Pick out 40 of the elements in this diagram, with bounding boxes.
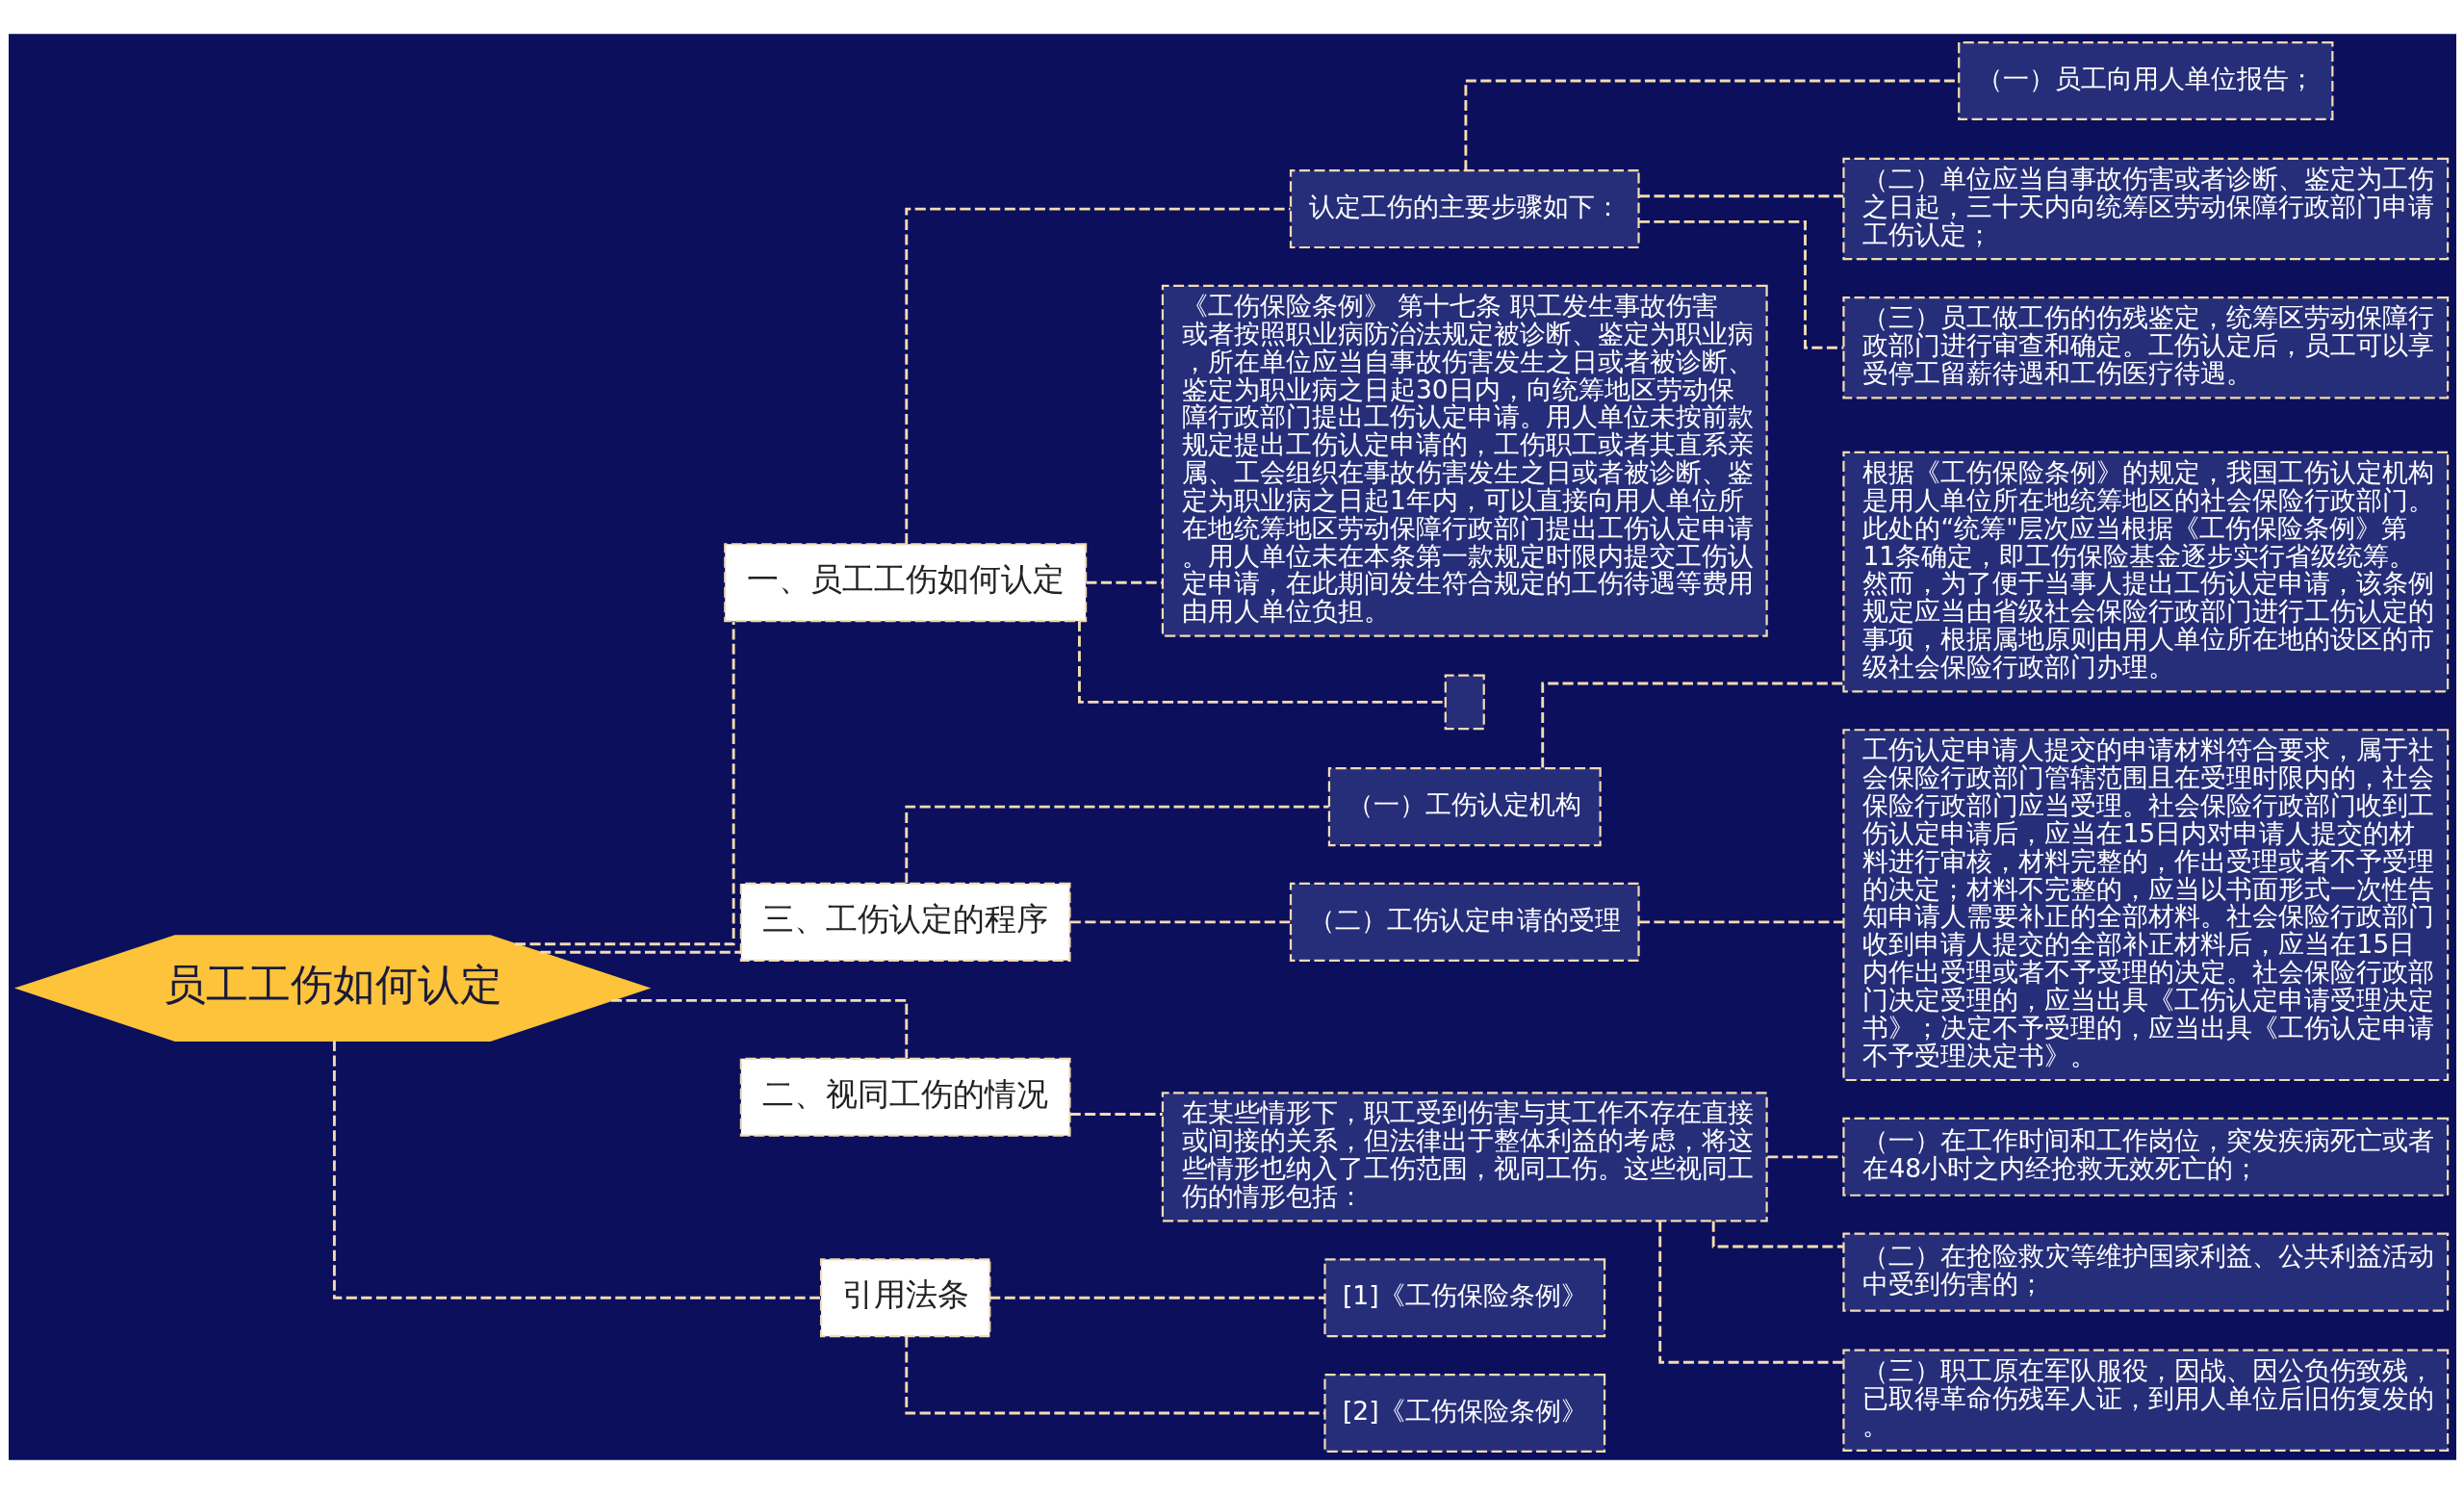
node-box: （二）单位应当自事故伤害或者诊断、鉴定为工伤之日起，三十天内向统筹区劳动保障行政部门申请工伤认定；	[1841, 157, 2449, 260]
connector	[1540, 682, 1843, 768]
connector	[1657, 1221, 1843, 1364]
node-box: 引用法条	[819, 1257, 990, 1337]
node-box: 一、员工工伤如何认定	[723, 542, 1087, 622]
node-box: 认定工伤的主要步骤如下：	[1289, 168, 1640, 248]
node-box: [1]《工伤保险条例》	[1322, 1257, 1605, 1337]
node-box: 二、视同工伤的情况	[739, 1057, 1071, 1137]
connector	[1069, 1112, 1163, 1116]
connector	[1638, 193, 1843, 197]
connector	[1077, 620, 1445, 704]
connector	[332, 1040, 820, 1300]
node-box	[1444, 674, 1485, 730]
connector	[1766, 1154, 1843, 1158]
node-box: （三）员工做工伤的伤残鉴定，统筹区劳动保障行政部门进行审查和确定。工伤认定后，员工可以享受停工留薪待遇和工伤医疗待遇。	[1841, 296, 2449, 399]
connector	[610, 998, 908, 1058]
node-box: 在某些情形下，职工受到伤害与其工作不存在直接或间接的关系，但法律出于整体利益的考虑，将这些情形也纳入了工伤范围，视同工伤。这些视同工伤的情形包括：	[1161, 1091, 1768, 1222]
node-box: （一）员工向用人单位报告；	[1957, 40, 2333, 120]
node-box: 《工伤保险条例》 第十七条 职工发生事故伤害或者按照职业病防治法规定被诊断、鉴定为职业病，所在单位应当自事故伤害发生之日或者被诊断、鉴定为职业病之日起30日内，向统筹地区劳动保障行政部门提出工伤认定申请。用人单位未按前款规定提出工伤认定申请的，工伤职工或者其直系亲属、工会组织在事故伤害发生之日或者被诊断、鉴定为职业病之日起1年内，可以直接向用人单位所在地统筹地区劳动保障行政部门提出工伤认定申请。用人单位未在本条第一款规定时限内提交工伤认定申请，在此期间发生符合规定的工伤待遇等费用由用人单位负担。	[1161, 284, 1768, 637]
connector	[904, 1336, 1324, 1414]
connector	[539, 950, 741, 954]
connector	[904, 207, 1291, 544]
connector	[1086, 580, 1163, 584]
node-box: （三）职工原在军队服役，因战、因公负伤致残，已取得革命伤残军人证，到用人单位后旧伤复发的。	[1841, 1348, 2449, 1452]
connector	[1463, 79, 1958, 170]
connector	[1638, 919, 1843, 923]
node-box: 根据《工伤保险条例》的规定，我国工伤认定机构是用人单位所在地统筹地区的社会保险行政部门。此处的“统筹"层次应当根据《工伤保险条例》第11条确定，即工伤保险基金逐步实行省级统筹。然而，为了便于当事人提出工伤认定申请，该条例规定应当由省级社会保险行政部门进行工伤认定的事项，根据属地原则由用人单位所在地的设区的市级社会保险行政部门办理。	[1841, 450, 2449, 692]
connector	[904, 805, 1329, 883]
node-box: 三、工伤认定的程序	[739, 882, 1071, 962]
connector	[514, 620, 735, 945]
node-box: [2]《工伤保险条例》	[1322, 1373, 1605, 1453]
connector	[1069, 919, 1291, 923]
node-box: 工伤认定申请人提交的申请材料符合要求，属于社会保险行政部门管辖范围且在受理时限内的，社会保险行政部门应当受理。社会保险行政部门收到工伤认定申请后，应当在15日内对申请人提交的材料进行审核，材料完整的，作出受理或者不予受理的决定；材料不完整的，应当以书面形式一次性告知申请人需要补正的全部材料。社会保险行政部门收到申请人提交的全部补正材料后，应当在15日内作出受理或者不予受理的决定。社会保险行政部门决定受理的，应当出具《工伤认定申请受理决定书》；决定不予受理的，应当出具《工伤认定申请不予受理决定书》。	[1841, 728, 2449, 1081]
connector	[1711, 1221, 1843, 1248]
connector	[988, 1296, 1324, 1300]
node-box: （一）工伤认定机构	[1327, 766, 1602, 846]
node-box: （二）工伤认定申请的受理	[1289, 882, 1640, 962]
connector	[1638, 219, 1843, 349]
node-box: （二）在抢险救灾等维护国家利益、公共利益活动中受到伤害的；	[1841, 1232, 2449, 1312]
node-box: （一）在工作时间和工作岗位，突发疾病死亡或者在48小时之内经抢救无效死亡的；	[1841, 1117, 2449, 1197]
